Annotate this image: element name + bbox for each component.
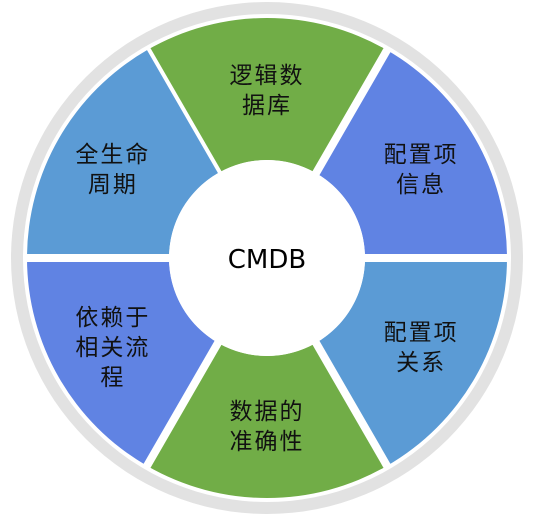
segment-wedge-2 — [316, 50, 507, 259]
segment-wedge-5 — [27, 258, 218, 466]
segment-label-line: 配置项 — [384, 142, 459, 168]
segment-label-line: 信息 — [396, 172, 446, 198]
segment-label-line: 数据的 — [230, 399, 305, 425]
segment-label-line: 相关流 — [75, 335, 150, 361]
segment-label-line: 关系 — [396, 350, 446, 376]
segment-label-3: 配置项关系 — [384, 320, 459, 376]
segment-label-4: 数据的准确性 — [230, 399, 305, 455]
segment-label-line: 逻辑数 — [230, 63, 305, 89]
segment-wedge-6 — [27, 50, 218, 259]
segment-group — [25, 18, 509, 498]
segment-label-5: 依赖于相关流程 — [75, 305, 150, 391]
segment-label-line: 准确性 — [230, 429, 305, 455]
segment-label-line: 依赖于 — [75, 305, 150, 331]
segment-wedge-3 — [316, 258, 507, 466]
segment-label-line: 周期 — [88, 172, 138, 198]
center-label: CMDB — [228, 245, 306, 275]
segment-separator-4 — [311, 339, 392, 470]
segment-label-line: 程 — [100, 365, 125, 391]
segment-label-1: 逻辑数据库 — [230, 63, 305, 119]
segment-label-6: 全生命周期 — [75, 142, 150, 198]
segment-wedge-1 — [147, 18, 387, 174]
segment-separator-2 — [311, 46, 392, 177]
center-circle — [169, 160, 365, 356]
segment-label-line: 全生命 — [75, 142, 150, 168]
segment-separator-5 — [142, 339, 223, 470]
segment-label-2: 配置项信息 — [384, 142, 459, 198]
segment-label-line: 配置项 — [384, 320, 459, 346]
segment-label-line: 据库 — [242, 93, 292, 119]
segment-wedge-4 — [147, 342, 387, 498]
